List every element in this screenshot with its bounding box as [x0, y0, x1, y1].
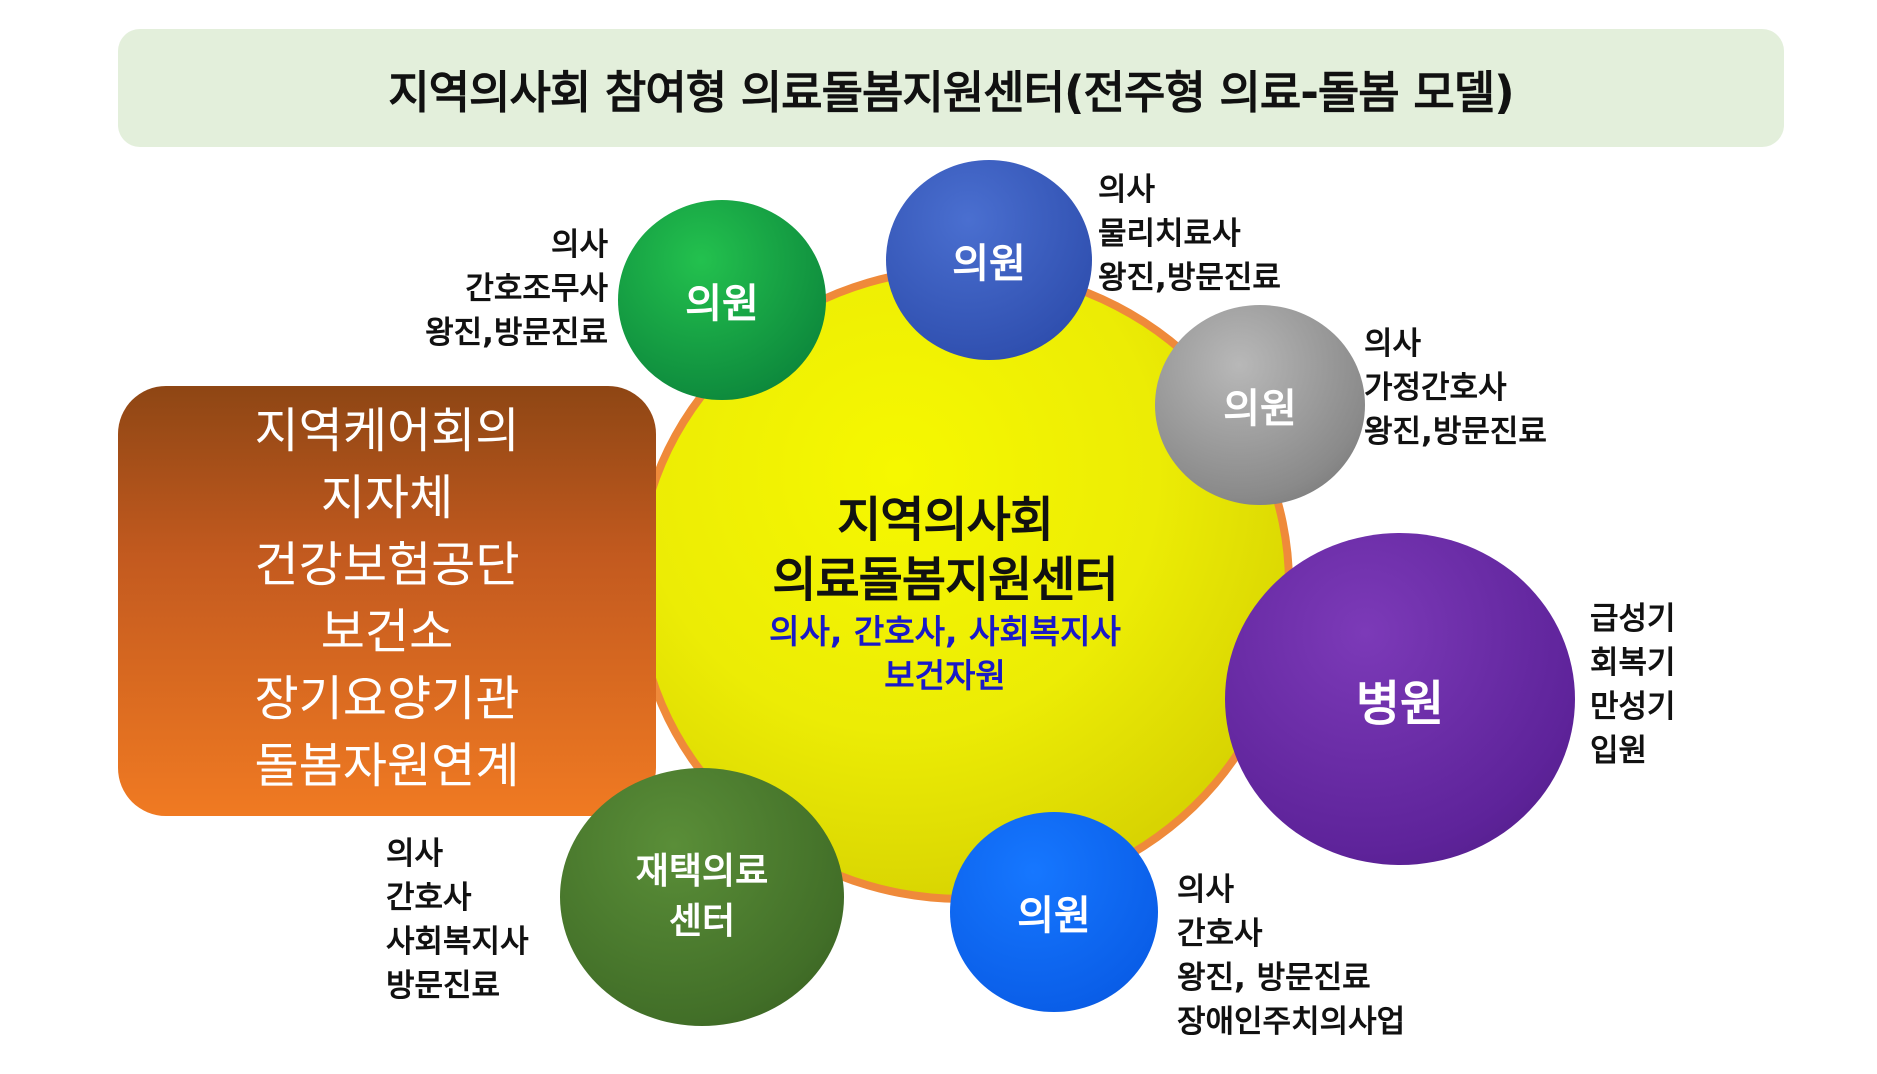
org-item: 돌봄자원연계 [254, 738, 520, 794]
detail-item: 의사 [1098, 172, 1156, 208]
clinic-node-green: 의원 [618, 200, 826, 400]
clinic-blue-details: 의사 물리치료사 왕진,방문진료 [1098, 168, 1281, 300]
hospital-node: 병원 [1225, 533, 1575, 865]
detail-item: 간호사 [1177, 916, 1263, 952]
home-care-details: 의사 간호사 사회복지사 방문진료 [386, 832, 529, 1008]
detail-item: 의사 [550, 227, 608, 263]
detail-item: 가정간호사 [1364, 370, 1507, 406]
center-title-line2: 의료돌봄지원센터 [772, 552, 1118, 608]
org-item: 지역케어회의 [254, 403, 520, 459]
home-care-center-node: 재택의료 센터 [560, 768, 844, 1026]
clinic-green-details: 의사 간호조무사 왕진,방문진료 [350, 223, 608, 355]
center-label: 지역의사회 의료돌봄지원센터 의사, 간호사, 사회복지사 보건자원 [710, 490, 1180, 698]
org-item: 장기요양기관 [254, 671, 520, 727]
hospital-details: 급성기 회복기 만성기 입원 [1590, 597, 1676, 773]
detail-item: 만성기 [1590, 689, 1676, 725]
detail-item: 의사 [1177, 872, 1235, 908]
org-item: 건강보험공단 [254, 537, 520, 593]
clinic-gray-details: 의사 가정간호사 왕진,방문진료 [1364, 322, 1547, 454]
center-resources: 보건자원 [884, 656, 1006, 695]
page-title: 지역의사회 참여형 의료돌봄지원센터(전주형 의료-돌봄 모델) [388, 65, 1514, 119]
detail-item: 입원 [1590, 733, 1648, 769]
clinic-blue-bottom-details: 의사 간호사 왕진, 방문진료 장애인주치의사업 [1177, 868, 1405, 1044]
detail-item: 왕진,방문진료 [425, 315, 608, 351]
detail-item: 급성기 [1590, 601, 1676, 637]
detail-item: 간호사 [386, 880, 472, 916]
detail-item: 사회복지사 [386, 924, 529, 960]
center-title-line1: 지역의사회 [837, 492, 1054, 548]
detail-item: 왕진,방문진료 [1364, 414, 1547, 450]
partner-organizations-list: 지역케어회의 지자체 건강보험공단 보건소 장기요양기관 돌봄자원연계 [118, 398, 656, 800]
detail-item: 물리치료사 [1098, 216, 1241, 252]
detail-item: 회복기 [1590, 645, 1676, 681]
partner-organizations-box [118, 386, 656, 816]
detail-item: 의사 [1364, 326, 1422, 362]
home-care-label-line1: 재택의료 [635, 851, 769, 892]
clinic-label: 의원 [952, 241, 1026, 287]
detail-item: 왕진, 방문진료 [1177, 960, 1371, 996]
clinic-node-blue: 의원 [886, 160, 1092, 360]
detail-item: 간호조무사 [465, 271, 608, 307]
detail-item: 왕진,방문진료 [1098, 260, 1281, 296]
detail-item: 장애인주치의사업 [1177, 1004, 1406, 1040]
hospital-label: 병원 [1355, 676, 1445, 732]
home-care-label-line2: 센터 [668, 901, 736, 942]
org-item: 보건소 [320, 604, 454, 660]
center-staff: 의사, 간호사, 사회복지사 [769, 612, 1121, 651]
detail-item: 방문진료 [386, 968, 501, 1004]
org-item: 지자체 [320, 470, 454, 526]
clinic-label: 의원 [685, 281, 759, 327]
clinic-node-gray: 의원 [1155, 305, 1365, 505]
clinic-node-blue-bottom: 의원 [950, 812, 1158, 1012]
clinic-label: 의원 [1017, 893, 1091, 939]
clinic-label: 의원 [1223, 386, 1297, 432]
title-banner: 지역의사회 참여형 의료돌봄지원센터(전주형 의료-돌봄 모델) [118, 29, 1784, 147]
detail-item: 의사 [386, 836, 444, 872]
